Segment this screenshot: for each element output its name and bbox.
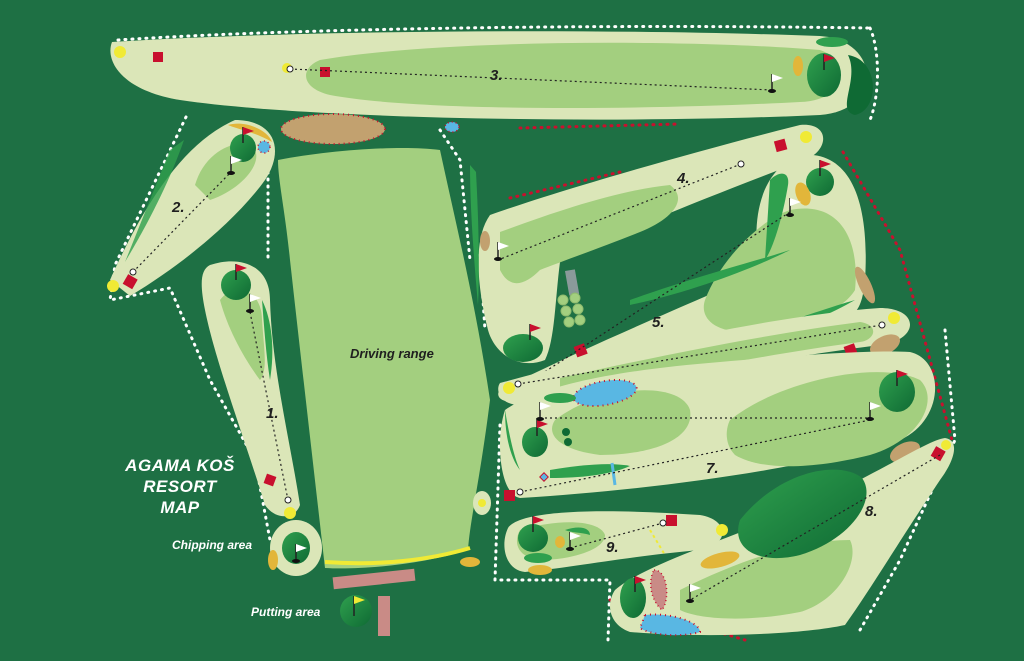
hole-2-label: 2. <box>171 199 185 216</box>
driving-range: Driving range <box>278 148 490 569</box>
putting-area: Putting area <box>251 568 416 636</box>
hole-4: 4. <box>470 124 824 364</box>
driving-range-label: Driving range <box>350 346 434 361</box>
map-title-line: AGAMA KOŠ <box>125 456 235 475</box>
hole-2: 2. <box>107 120 275 296</box>
putting-area-label: Putting area <box>251 605 321 619</box>
hole-8-label: 8. <box>865 503 878 520</box>
chipping-area-label: Chipping area <box>172 538 252 552</box>
hole-3-label: 3. <box>490 67 503 84</box>
hole-7-label: 7. <box>706 460 719 477</box>
hole-5-label: 5. <box>652 314 665 331</box>
hole-1: 1. <box>201 261 300 519</box>
hole-4-label: 4. <box>676 170 690 187</box>
hole-9-label: 9. <box>606 539 619 556</box>
hole-9: 9. <box>504 511 728 575</box>
map-title-line: MAP <box>160 498 200 517</box>
hole-3: 3. <box>110 31 873 120</box>
hole-8: 8. <box>610 438 955 637</box>
hole-7: 7. <box>500 351 936 501</box>
map-title: AGAMA KOŠ RESORT MAP <box>110 455 250 518</box>
hole-1-label: 1. <box>266 405 279 422</box>
chipping-area: Chipping area <box>172 520 322 576</box>
map-title-line: RESORT <box>143 477 217 496</box>
